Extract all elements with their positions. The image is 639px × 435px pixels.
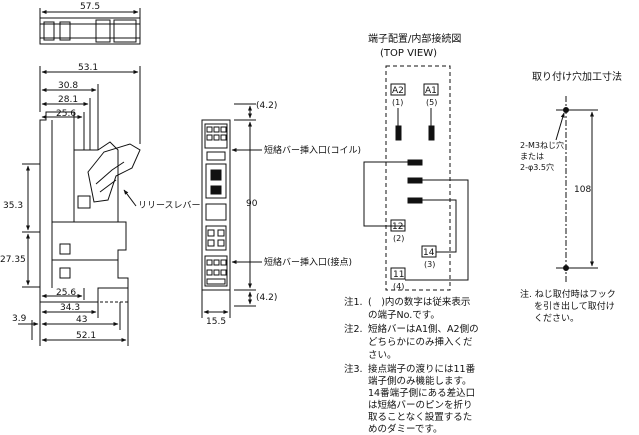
terminal-12-sub: (2) — [393, 234, 404, 243]
dim-front-top-gap: (4.2) — [256, 101, 277, 111]
wiring-title: 端子配置/内部接続図 — [368, 32, 461, 45]
mounting-dimension: 108 — [574, 185, 591, 195]
dim-25-6-bottom: 25.6 — [56, 288, 76, 298]
note-3-prefix: 注3. — [344, 363, 363, 375]
short-bar-contact-label: 短絡バー挿入口(接点) — [264, 256, 352, 268]
note-2-line: 短絡バーはA1側、A2側の — [368, 323, 479, 335]
note-3-line: めのダミーです。 — [368, 423, 442, 435]
dim-27-35: 27.35 — [0, 255, 26, 265]
note-3-line: 取ることなく設置するた — [368, 411, 472, 423]
terminal-14: 14 — [423, 248, 435, 258]
front-view — [201, 103, 262, 318]
mounting-title: 取り付け穴加工寸法 — [532, 70, 622, 83]
wiring-subtitle: (TOP VIEW) — [380, 48, 437, 59]
mounting-diagram — [555, 96, 598, 284]
side-view — [18, 66, 141, 346]
dim-28-1: 28.1 — [58, 95, 78, 105]
terminal-a1: A1 — [425, 86, 437, 96]
terminal-12: 12 — [392, 222, 403, 232]
dim-25-6-top: 25.6 — [56, 109, 76, 119]
note-2-line: さい。 — [368, 350, 397, 361]
terminal-14-sub: (3) — [424, 260, 435, 269]
dim-front-height: 90 — [246, 199, 258, 209]
hole-label-2: または — [520, 152, 544, 161]
terminal-a2: A2 — [392, 86, 404, 96]
mounting-note-line: を引き出して取付け — [534, 300, 615, 312]
mounting-note: 注. ねじ取付時はフック を引き出して取付け ください。 — [520, 288, 616, 324]
dim-53-1: 53.1 — [78, 63, 98, 73]
dim-30-8: 30.8 — [58, 81, 78, 91]
terminal-a2-sub: (1) — [392, 98, 403, 107]
top-view — [39, 8, 141, 45]
note-1-line: ( )内の数字は従来表示 — [368, 296, 470, 308]
note-3-line: 14番端子側にある差込口 — [368, 387, 475, 399]
mounting-note-line: ください。 — [534, 313, 579, 324]
dim-43: 43 — [76, 315, 87, 325]
dim-34-3: 34.3 — [60, 303, 80, 313]
wiring-diagram — [363, 65, 469, 291]
note-2-line: どちらかにのみ挿入くだ — [368, 336, 473, 348]
dim-front-width: 15.5 — [206, 317, 226, 327]
dim-52-1: 52.1 — [76, 331, 96, 341]
note-3-line: 接点端子の渡りには11番 — [368, 363, 476, 375]
note-3-line: 端子側のみ機能します。 — [368, 375, 472, 387]
release-lever-label: リリースレバー — [138, 200, 201, 211]
note-1-prefix: 注1. — [344, 296, 363, 308]
dim-front-bottom-gap: (4.2) — [256, 293, 277, 303]
mounting-note-line: 注. ねじ取付時はフック — [520, 288, 616, 300]
dim-35-3: 35.3 — [3, 201, 23, 211]
terminal-11-sub: (4) — [393, 282, 404, 291]
hole-label-1: 2-M3ねじ穴 — [520, 140, 564, 150]
notes: 注1. ( )内の数字は従来表示 の端子No.です。 注2. 短絡バーはA1側、… — [344, 296, 479, 435]
hole-label-3: 2-φ3.5穴 — [520, 162, 554, 172]
terminal-11: 11 — [393, 270, 404, 280]
short-bar-coil-label: 短絡バー挿入口(コイル) — [264, 144, 361, 156]
dim-top-width: 57.5 — [80, 2, 100, 12]
note-2-prefix: 注2. — [344, 323, 363, 335]
note-3-line: は短絡バーのピンを折り — [368, 399, 473, 411]
terminal-a1-sub: (5) — [426, 98, 437, 107]
dim-3-9: 3.9 — [12, 314, 27, 324]
note-1-line: の端子No.です。 — [368, 309, 440, 321]
